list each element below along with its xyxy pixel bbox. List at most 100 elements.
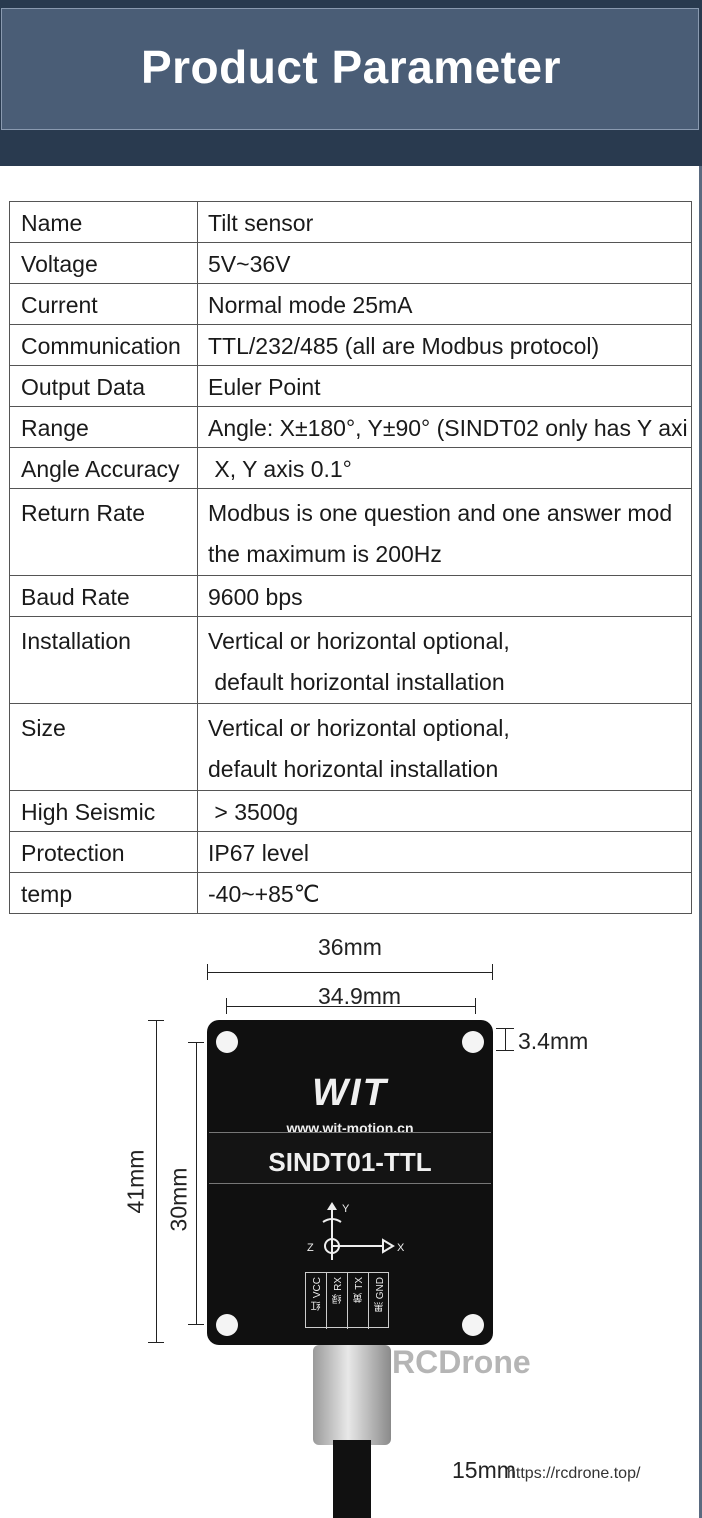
param-name: High Seismic xyxy=(9,790,198,832)
pin-label: 黑 GND xyxy=(375,1277,386,1312)
pin-label: 黄 TX xyxy=(354,1277,365,1303)
param-name: Angle Accuracy xyxy=(9,447,198,489)
param-value: -40~+85℃ xyxy=(197,872,692,914)
table-row: High Seismic > 3500g xyxy=(9,790,692,832)
dimension-outer-height-label: 41mm xyxy=(122,1149,149,1214)
dimension-outer-height-line xyxy=(156,1020,157,1343)
param-value: TTL/232/485 (all are Modbus protocol) xyxy=(197,324,692,366)
param-name: temp xyxy=(9,872,198,914)
table-row: temp -40~+85℃ xyxy=(9,872,692,914)
param-value: > 3500g xyxy=(197,790,692,832)
param-value-line: > 3500g xyxy=(208,799,299,825)
pin-rx: 绿 RX xyxy=(327,1273,348,1329)
pin-label: 绿 RX xyxy=(333,1277,344,1304)
param-value-line: Normal mode 25mA xyxy=(208,292,413,318)
mounting-hole xyxy=(462,1031,484,1053)
page-title: Product Parameter xyxy=(140,41,562,93)
dimension-tick xyxy=(492,964,493,980)
mounting-hole xyxy=(462,1314,484,1336)
param-name: Voltage xyxy=(9,242,198,284)
dimension-tick xyxy=(207,964,208,980)
param-value: X, Y axis 0.1° xyxy=(197,447,692,489)
pin-gnd: 黑 GND xyxy=(369,1273,390,1329)
param-value-line: 9600 bps xyxy=(208,584,303,610)
param-value: IP67 level xyxy=(197,831,692,873)
dimension-tick xyxy=(226,998,227,1014)
param-name: Current xyxy=(9,283,198,325)
param-name: Return Rate xyxy=(9,488,198,576)
dimension-outer-width-line xyxy=(207,972,493,973)
param-value-line: Modbus is one question and one answer mo… xyxy=(208,500,673,526)
param-value-line: Tilt sensor xyxy=(208,210,314,236)
param-value-line: Vertical or horizontal optional, xyxy=(208,628,510,654)
cable xyxy=(333,1440,371,1518)
axis-x-label: X xyxy=(397,1242,405,1254)
dimension-tick xyxy=(188,1042,204,1043)
sensor-device: WIT www.wit-motion.cn SINDT01-TTL Y Z X … xyxy=(207,1020,493,1345)
param-value-line: default horizontal installation xyxy=(208,756,499,782)
param-name: Name xyxy=(9,201,198,243)
param-name: Baud Rate xyxy=(9,575,198,617)
table-row: Output Data Euler Point xyxy=(9,365,692,407)
param-value-line: the maximum is 200Hz xyxy=(208,541,442,567)
watermark-url: https://rcdrone.top/ xyxy=(507,1465,641,1482)
pin-vcc: 红 VCC xyxy=(306,1273,327,1329)
table-row: Current Normal mode 25mA xyxy=(9,283,692,325)
param-name: Communication xyxy=(9,324,198,366)
dimension-hole-offset-line xyxy=(505,1028,506,1050)
dimension-tick xyxy=(148,1342,164,1343)
cable-gland xyxy=(313,1345,391,1445)
param-value: 9600 bps xyxy=(197,575,692,617)
dimension-hole-height-label: 30mm xyxy=(165,1167,192,1232)
dimension-outer-width-label: 36mm xyxy=(318,934,382,960)
table-row: Return Rate Modbus is one question and on… xyxy=(9,488,692,576)
table-row: Range Angle: X±180°, Y±90° (SINDT02 only … xyxy=(9,406,692,448)
table-row: Name Tilt sensor xyxy=(9,201,692,243)
param-value: Angle: X±180°, Y±90° (SINDT02 only has Y… xyxy=(197,406,692,448)
param-value-line: Vertical or horizontal optional, xyxy=(208,715,510,741)
pin-label: 红 VCC xyxy=(312,1277,323,1311)
param-value: Tilt sensor xyxy=(197,201,692,243)
dimension-tick xyxy=(475,998,476,1014)
mounting-hole xyxy=(216,1031,238,1053)
param-name: Installation xyxy=(9,616,198,704)
table-row: Baud Rate 9600 bps xyxy=(9,575,692,617)
model-band xyxy=(209,1132,491,1184)
param-value-line: X, Y axis 0.1° xyxy=(208,456,352,482)
table-row: Installation Vertical or horizontal optio… xyxy=(9,616,692,704)
mounting-hole xyxy=(216,1314,238,1336)
param-value-line: IP67 level xyxy=(208,840,310,866)
param-name: Output Data xyxy=(9,365,198,407)
param-value-line: Angle: X±180°, Y±90° (SINDT02 only has Y… xyxy=(208,415,688,441)
dimension-hole-offset-label: 3.4mm xyxy=(518,1028,589,1054)
param-name: Size xyxy=(9,703,198,791)
param-value: Euler Point xyxy=(197,365,692,407)
dimension-tick xyxy=(188,1324,204,1325)
param-name: Range xyxy=(9,406,198,448)
param-value-line: default horizontal installation xyxy=(208,669,505,695)
param-value: Vertical or horizontal optional, default … xyxy=(197,703,692,791)
dimension-tick xyxy=(148,1020,164,1021)
device-model: SINDT01-TTL xyxy=(268,1147,432,1177)
dimension-hole-spacing-label: 34.9mm xyxy=(318,983,402,1009)
dimension-cable-label: 15mm xyxy=(452,1457,516,1483)
table-row: Angle Accuracy X, Y axis 0.1° xyxy=(9,447,692,489)
param-value-line: -40~+85℃ xyxy=(208,881,320,907)
param-value: 5V~36V xyxy=(197,242,692,284)
wit-logo: WIT xyxy=(312,1072,388,1114)
param-value: Normal mode 25mA xyxy=(197,283,692,325)
axis-diagram-icon: Y Z X xyxy=(307,1202,405,1260)
header-panel xyxy=(1,8,699,130)
right-edge-stripe xyxy=(699,166,702,1518)
param-value-line: 5V~36V xyxy=(208,251,291,277)
param-value-line: TTL/232/485 (all are Modbus protocol) xyxy=(208,333,600,359)
param-value-line: Euler Point xyxy=(208,374,321,400)
pin-tx: 黄 TX xyxy=(348,1273,369,1329)
table-row: Size Vertical or horizontal optional, defa… xyxy=(9,703,692,791)
dimension-hole-spacing-line xyxy=(226,1006,476,1007)
table-row: Voltage 5V~36V xyxy=(9,242,692,284)
axis-z-label: Z xyxy=(307,1242,314,1254)
dimension-drawing: 36mm 34.9mm 3.4mm 41mm 30mm WIT www.wit-… xyxy=(0,920,702,1518)
